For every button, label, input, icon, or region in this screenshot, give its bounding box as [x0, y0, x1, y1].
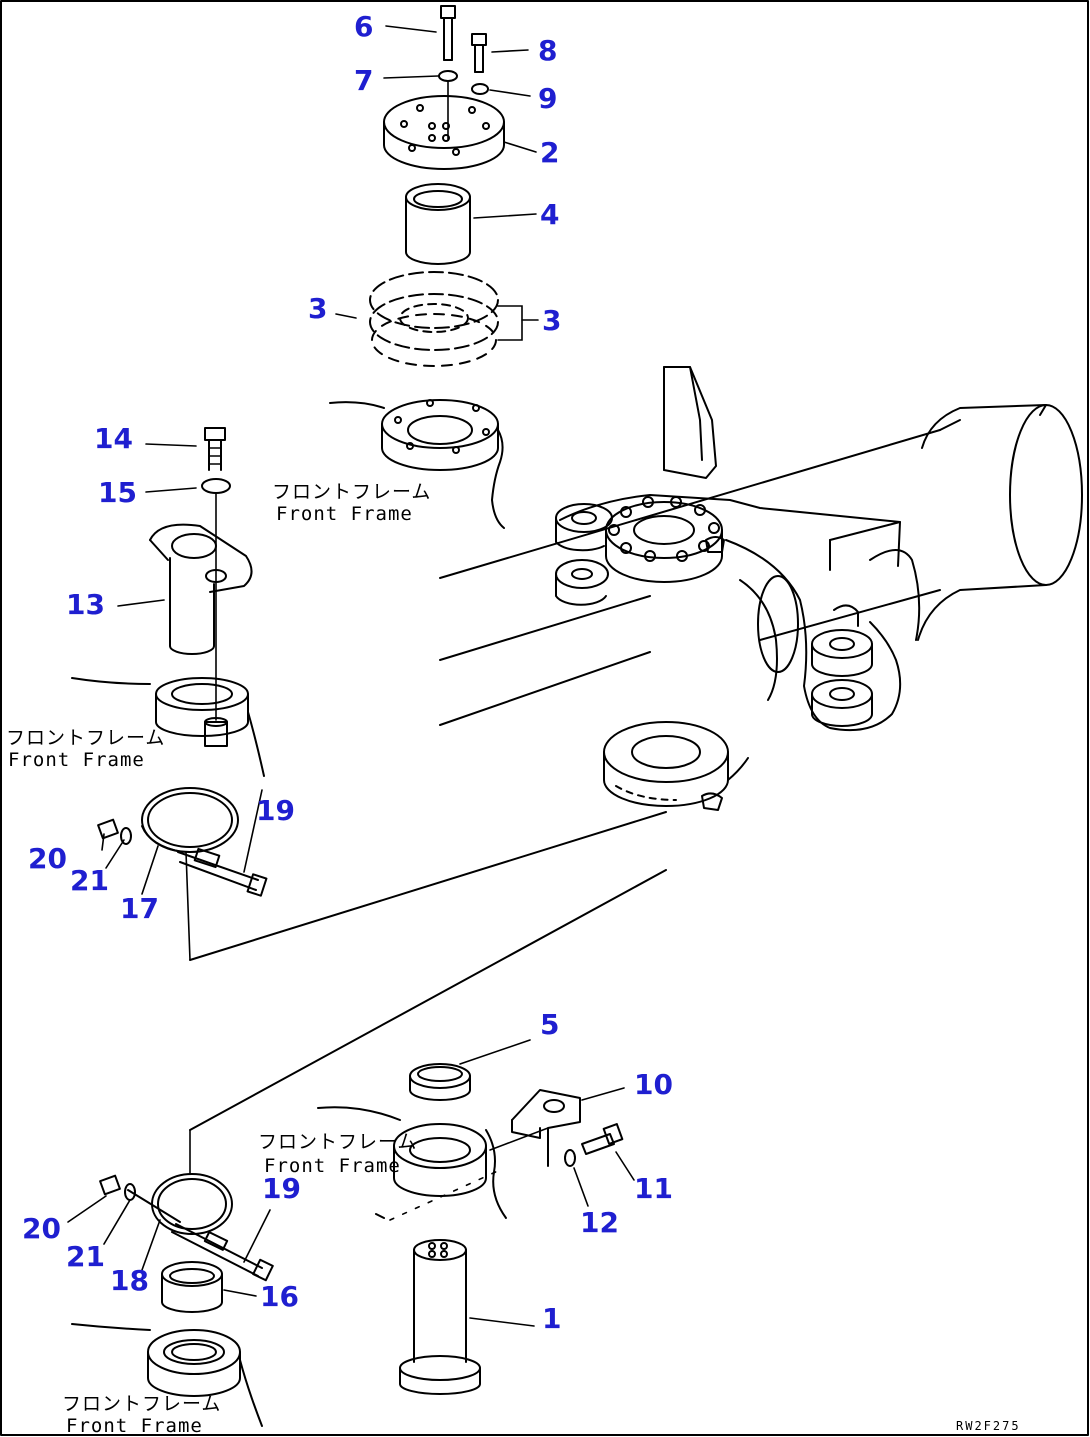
- callout-20-upper: 20: [28, 842, 67, 875]
- bushing-4: [405, 183, 471, 265]
- callout-17: 17: [120, 892, 159, 925]
- axle-housing: [439, 366, 1083, 811]
- callout-7: 7: [354, 64, 373, 97]
- callout-9: 9: [538, 82, 557, 115]
- callout-16: 16: [260, 1280, 299, 1313]
- frame-label-jp-1: フロントフレーム: [272, 481, 431, 503]
- frame-label-en-1: Front Frame: [276, 503, 413, 525]
- drawing-code: RW2F275: [956, 1419, 1021, 1433]
- leader-lines: [67, 25, 635, 1327]
- callout-21-lower: 21: [66, 1240, 105, 1273]
- bolt-19-lower: [171, 1223, 274, 1282]
- frame-bore-bottom: [317, 1106, 507, 1221]
- callout-3-left: 3: [308, 292, 327, 325]
- frame-bore-top: [329, 399, 505, 529]
- top-bolt-6: [440, 5, 456, 61]
- bolt-14: [204, 427, 226, 471]
- bracket-10: [489, 1089, 581, 1167]
- frame-bore-left: [71, 677, 265, 777]
- shims-3: [369, 271, 499, 367]
- frame-bore-lower-left: [71, 1323, 263, 1427]
- frame-label-en-4: Front Frame: [66, 1415, 203, 1437]
- washer-12: [564, 1149, 576, 1167]
- nut-20-upper: [97, 818, 119, 840]
- callout-8: 8: [538, 34, 557, 67]
- callout-13: 13: [66, 588, 105, 621]
- callout-19-upper: 19: [256, 794, 295, 827]
- callout-15: 15: [98, 476, 137, 509]
- callout-12: 12: [580, 1206, 619, 1239]
- callout-21-upper: 21: [70, 864, 109, 897]
- washer-21-upper: [120, 827, 132, 845]
- top-bolt-8: [471, 33, 487, 73]
- frame-label-jp-2: フロントフレーム: [6, 727, 165, 749]
- bolt-19-upper: [177, 847, 268, 897]
- callout-4: 4: [540, 198, 559, 231]
- callout-11: 11: [634, 1172, 673, 1205]
- callout-19-lower: 19: [262, 1172, 301, 1205]
- callout-18: 18: [110, 1264, 149, 1297]
- frame-label-jp-3: フロントフレーム: [258, 1131, 417, 1153]
- retainer-plate-2: [383, 95, 505, 170]
- callout-20-lower: 20: [22, 1212, 61, 1245]
- callout-6: 6: [354, 10, 373, 43]
- callout-5: 5: [540, 1008, 559, 1041]
- callout-1: 1: [542, 1302, 561, 1335]
- king-pin-1: [399, 1239, 481, 1395]
- callout-2: 2: [540, 136, 559, 169]
- frame-label-en-2: Front Frame: [8, 749, 145, 771]
- clamp-ring-18-lower: [127, 1173, 233, 1235]
- washer-15: [201, 478, 231, 494]
- nut-20-lower: [99, 1174, 121, 1196]
- frame-label-jp-4: フロントフレーム: [62, 1393, 221, 1415]
- washer-7: [438, 70, 458, 82]
- clamp-ring-17-upper: [141, 787, 667, 961]
- bolt-11: [581, 1123, 624, 1155]
- frame-label-en-3: Front Frame: [264, 1155, 401, 1177]
- pin-13: [149, 523, 253, 655]
- housing-lines-bottom: [189, 869, 667, 1175]
- washer-9: [471, 83, 489, 95]
- callout-10: 10: [634, 1068, 673, 1101]
- callout-14: 14: [94, 422, 133, 455]
- bushing-16: [161, 1261, 223, 1313]
- cap-5: [409, 1063, 471, 1101]
- callout-3-right: 3: [542, 304, 561, 337]
